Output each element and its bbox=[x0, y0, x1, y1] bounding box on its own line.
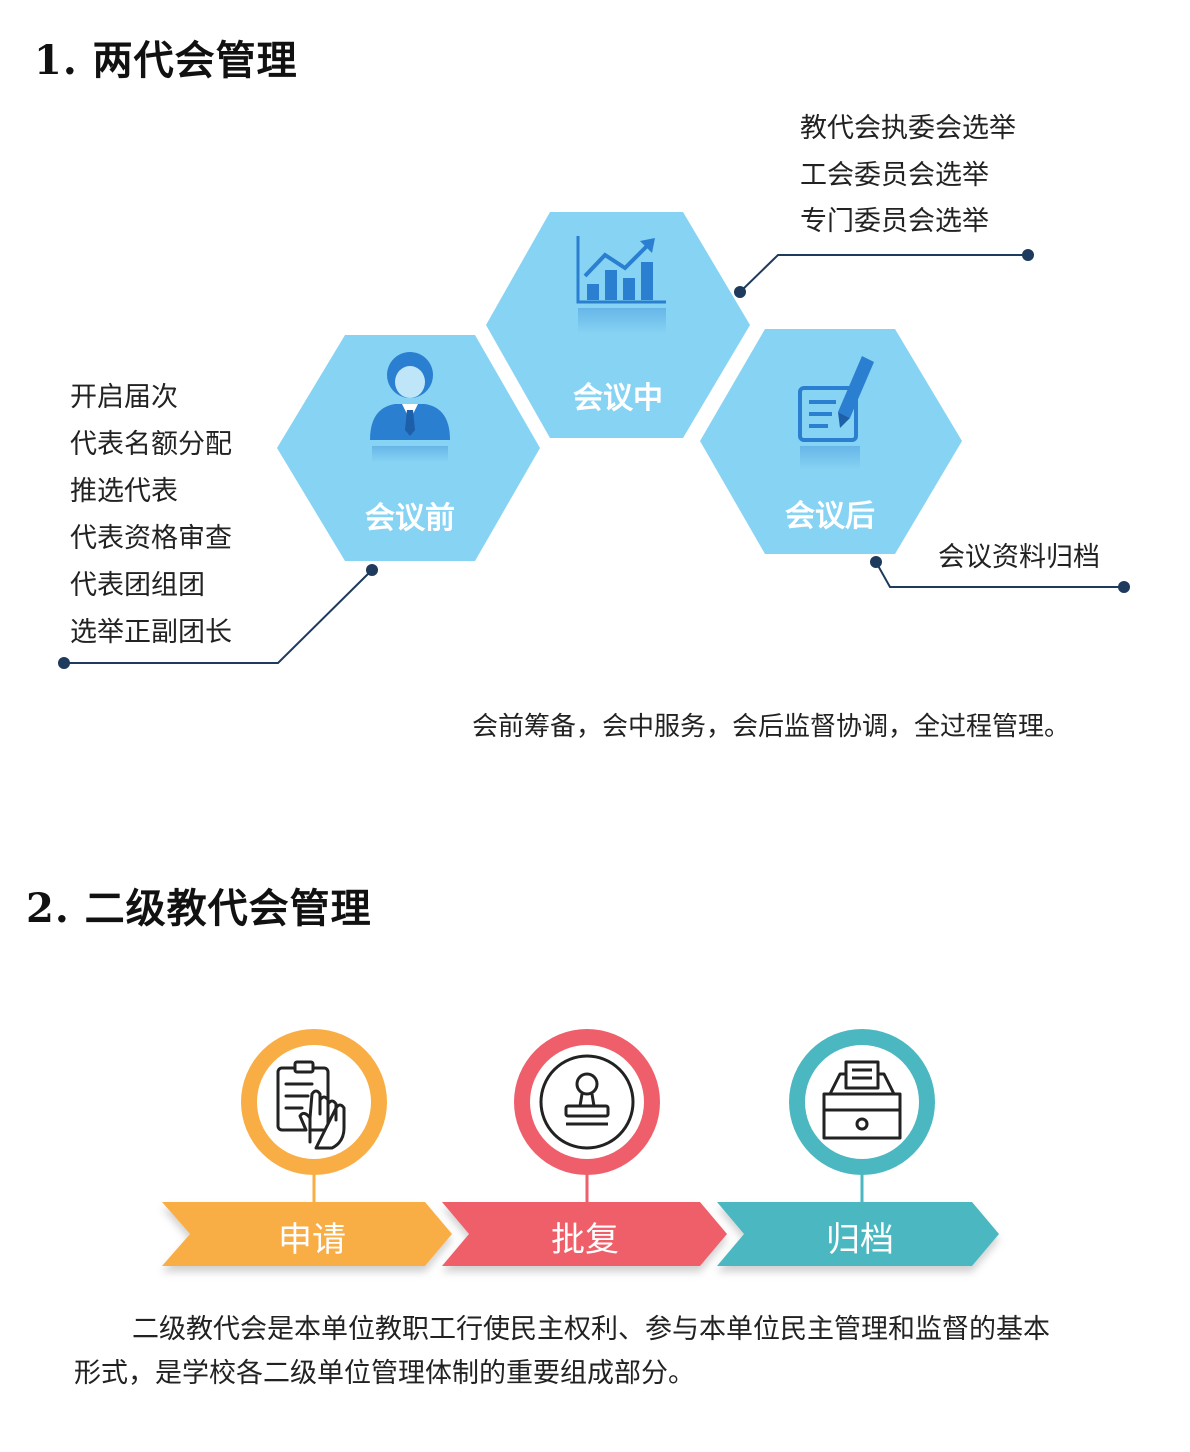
section2-description: 二级教代会是本单位教职工行使民主权利、参与本单位民主管理和监督的基本 形式，是学… bbox=[74, 1308, 1134, 1396]
list-item: 代表团组团 bbox=[70, 570, 205, 601]
connector-left bbox=[64, 569, 373, 664]
archive-drawer-icon bbox=[822, 1060, 902, 1140]
hexagon-after-label: 会议后 bbox=[785, 499, 875, 534]
description-line: 二级教代会是本单位教职工行使民主权利、参与本单位民主管理和监督的基本 bbox=[132, 1314, 1050, 1345]
pen-document-icon bbox=[798, 356, 874, 470]
connector-dot bbox=[734, 286, 746, 298]
step-circle-approve bbox=[514, 1029, 660, 1175]
connector-bottom-right bbox=[875, 561, 1124, 588]
application-hand-icon bbox=[276, 1060, 346, 1150]
hexagon-before-label: 会议前 bbox=[365, 501, 455, 536]
list-item: 开启届次 bbox=[70, 382, 178, 413]
list-item: 代表名额分配 bbox=[70, 429, 232, 460]
section1-title: 1. 两代会管理 bbox=[34, 37, 298, 84]
step-band-archive bbox=[717, 1202, 999, 1266]
connector-top-right bbox=[739, 254, 1028, 293]
list-item: 选举正副团长 bbox=[70, 617, 232, 648]
businessman-icon bbox=[370, 352, 450, 462]
step-label-approve: 批复 bbox=[551, 1220, 619, 1260]
section2-title: 2. 二级教代会管理 bbox=[26, 885, 372, 932]
list-item: 专门委员会选举 bbox=[800, 206, 989, 237]
connector-dot bbox=[366, 564, 378, 576]
step-label-archive: 归档 bbox=[826, 1220, 894, 1260]
section1-summary: 会前筹备，会中服务，会后监督协调，全过程管理。 bbox=[472, 712, 1071, 742]
step-label-apply: 申请 bbox=[278, 1220, 346, 1260]
list-item: 教代会执委会选举 bbox=[800, 113, 1016, 144]
step-band-apply bbox=[162, 1202, 452, 1266]
step-band-approve bbox=[442, 1202, 727, 1266]
hexagon-during-label: 会议中 bbox=[573, 381, 663, 416]
list-item: 代表资格审查 bbox=[70, 523, 232, 554]
stamp-icon bbox=[539, 1054, 635, 1150]
list-item: 会议资料归档 bbox=[938, 542, 1100, 573]
hexagon-diagram bbox=[58, 212, 1130, 669]
connector-dot bbox=[1118, 581, 1130, 593]
list-item: 工会委员会选举 bbox=[800, 160, 989, 191]
process-flow bbox=[162, 1029, 999, 1266]
description-line: 形式，是学校各二级单位管理体制的重要组成部分。 bbox=[74, 1358, 695, 1389]
connector-dot bbox=[58, 657, 70, 669]
step-circle-archive bbox=[789, 1029, 935, 1175]
connector-dot bbox=[870, 556, 882, 568]
list-item: 推选代表 bbox=[70, 476, 178, 507]
connector-dot bbox=[1022, 249, 1034, 261]
growth-chart-icon bbox=[576, 236, 666, 334]
